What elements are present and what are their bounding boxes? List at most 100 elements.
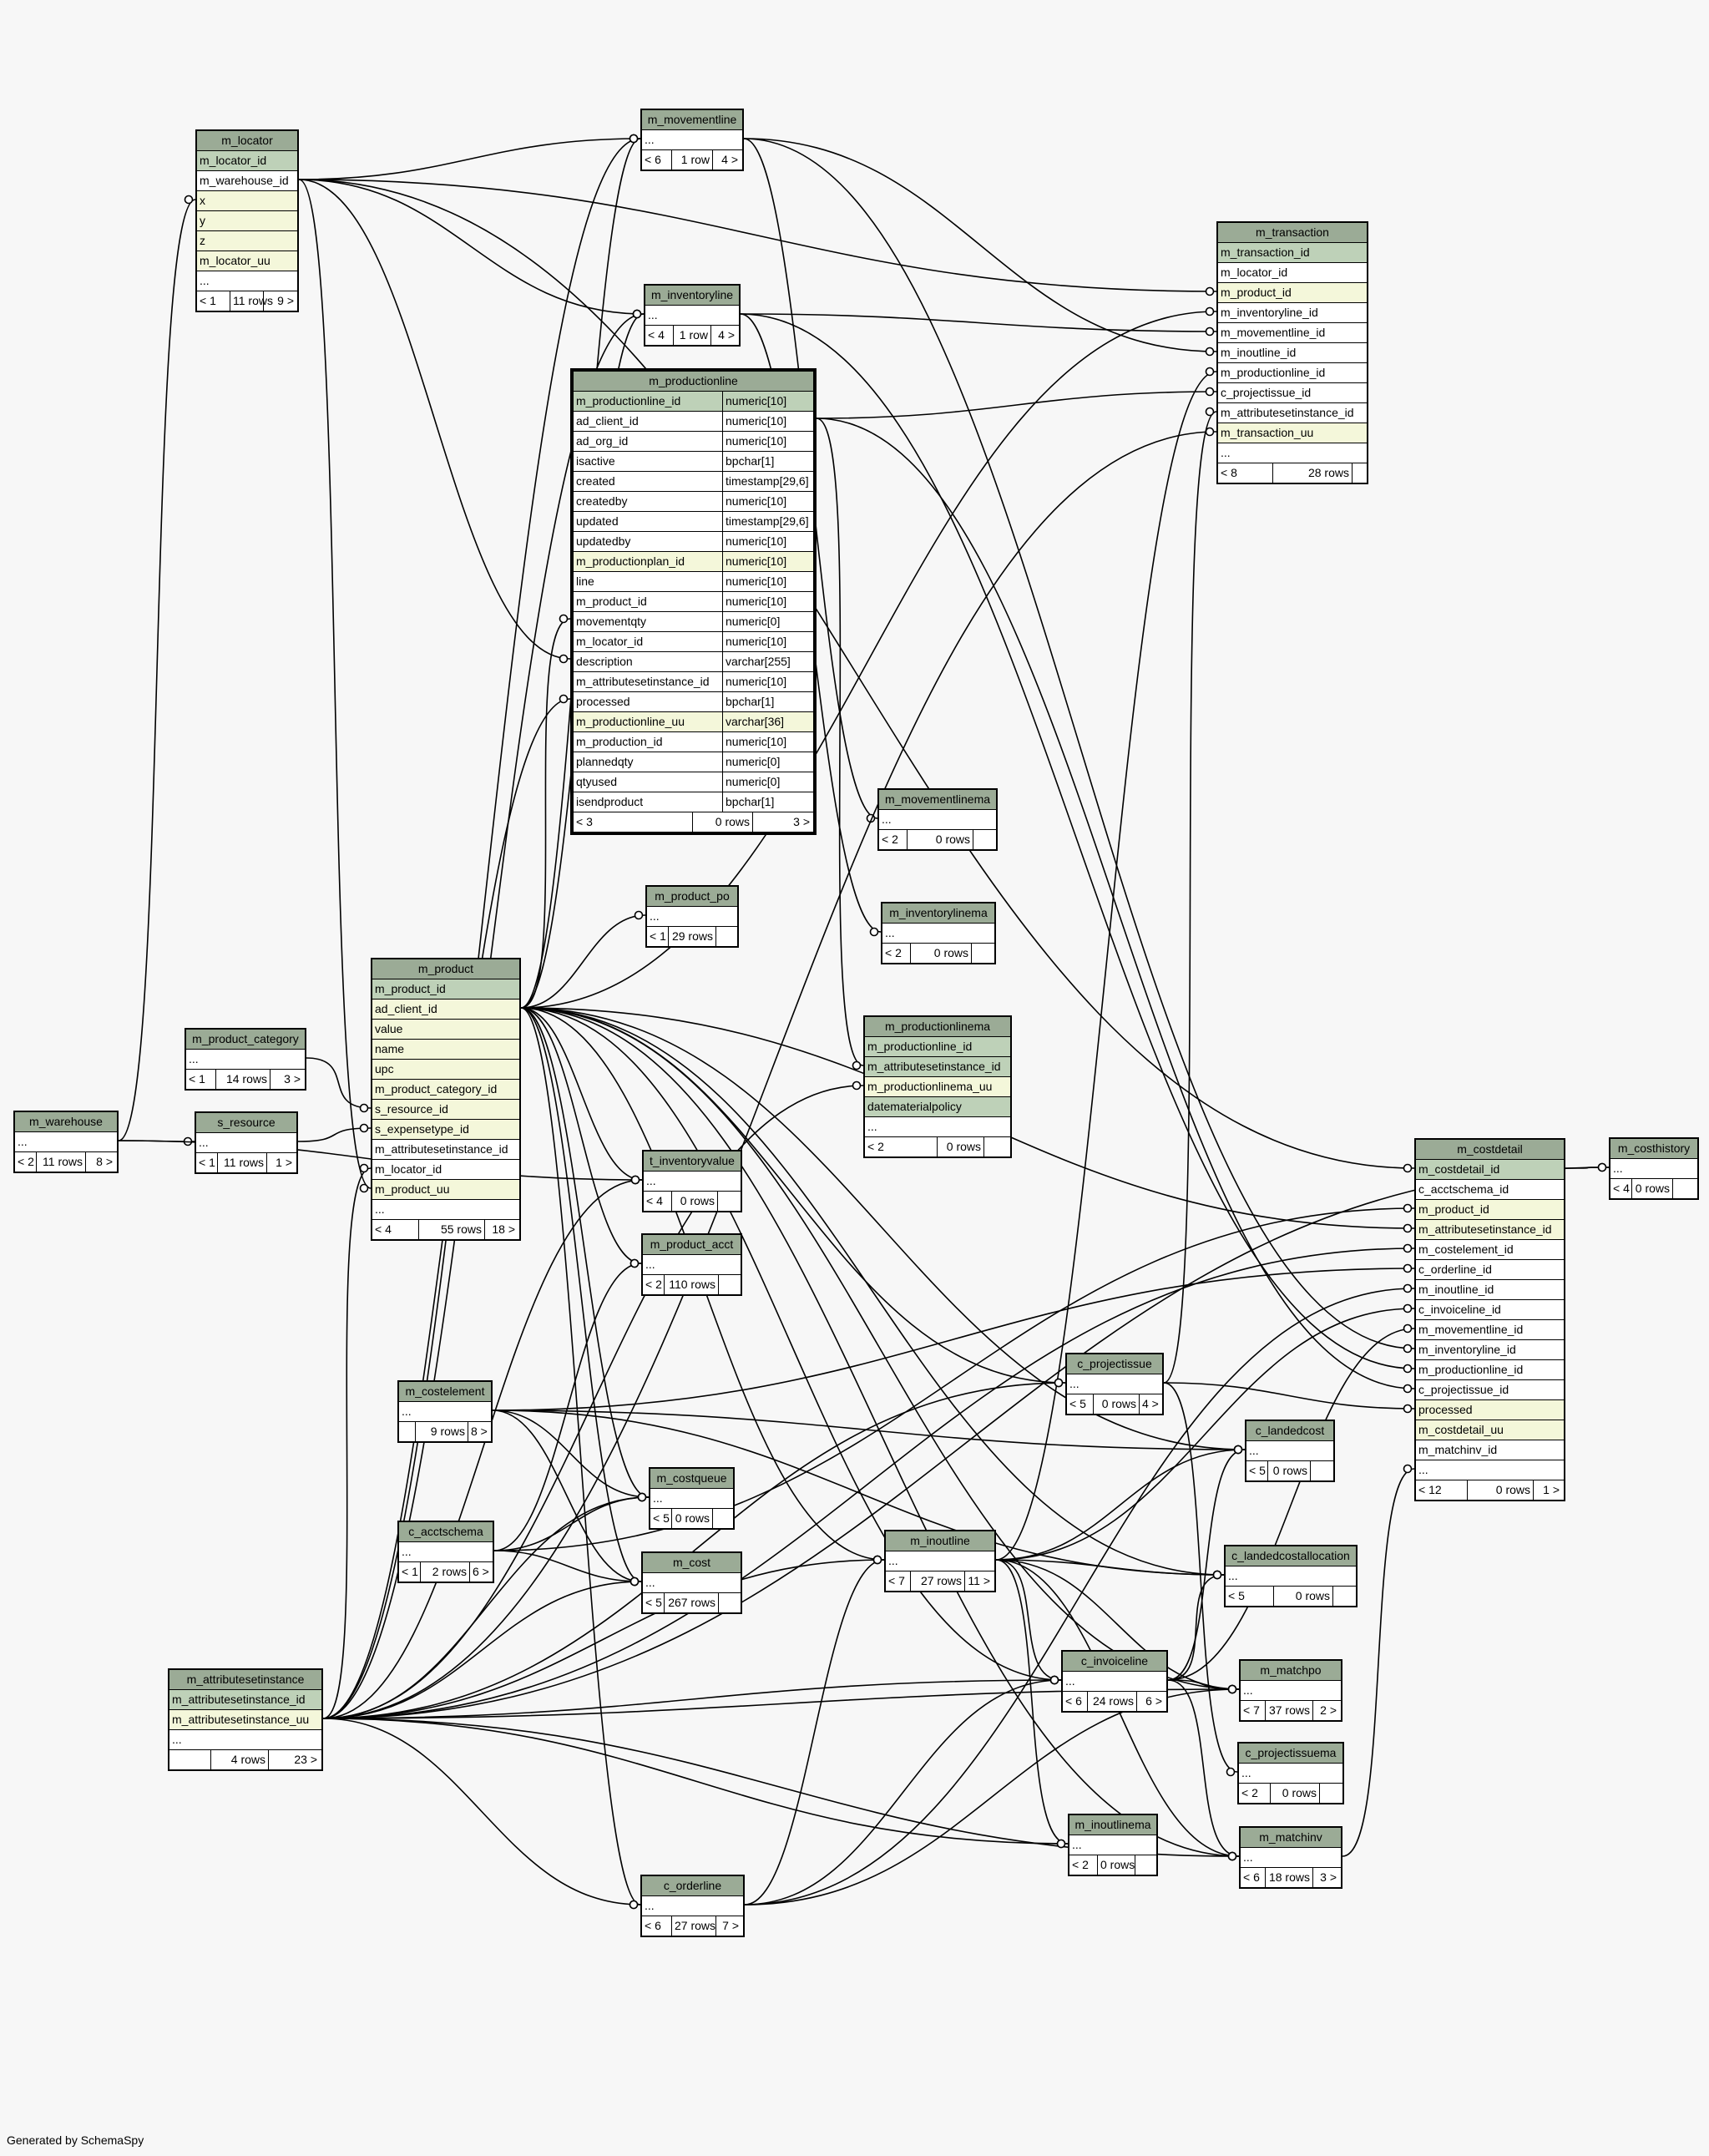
- children-link[interactable]: 4 >: [1139, 1394, 1160, 1414]
- column-row[interactable]: m_productionlinema_uu: [865, 1077, 1010, 1097]
- column-row[interactable]: m_locator_uu: [197, 251, 297, 271]
- column-row[interactable]: ...: [647, 907, 737, 927]
- column-row[interactable]: m_attributesetinstance_id: [169, 1690, 321, 1710]
- parents-link[interactable]: < 1: [650, 929, 666, 943]
- column-row[interactable]: ...: [645, 306, 739, 326]
- column-row[interactable]: y: [197, 211, 297, 231]
- column-row[interactable]: datematerialpolicy: [865, 1097, 1010, 1117]
- parents-link[interactable]: [399, 1422, 415, 1441]
- children-link[interactable]: 8 >: [468, 1422, 489, 1441]
- parents-link[interactable]: < 2: [867, 1140, 884, 1153]
- column-row[interactable]: m_attributesetinstance_id: [1416, 1220, 1564, 1240]
- children-link[interactable]: [1672, 1179, 1696, 1198]
- column-row[interactable]: ...: [372, 1200, 519, 1220]
- column-row[interactable]: ...: [169, 1730, 321, 1750]
- column-row[interactable]: ...: [644, 1172, 741, 1192]
- column-row[interactable]: c_invoiceline_id: [1416, 1300, 1564, 1320]
- parents-link[interactable]: < 5: [1069, 1397, 1086, 1410]
- children-link[interactable]: 2 >: [1312, 1701, 1339, 1720]
- children-link[interactable]: [712, 1509, 731, 1528]
- column-row[interactable]: m_productionline_id: [1416, 1360, 1564, 1380]
- column-row[interactable]: ...: [882, 924, 994, 944]
- column-row[interactable]: ...: [196, 1133, 296, 1153]
- column-row[interactable]: m_matchinv_id: [1416, 1440, 1564, 1460]
- column-row[interactable]: ad_client_id: [372, 1000, 519, 1020]
- parents-link[interactable]: [169, 1750, 210, 1769]
- parents-link[interactable]: < 8: [1221, 466, 1237, 479]
- children-link[interactable]: [1332, 1587, 1354, 1606]
- column-row[interactable]: x: [197, 191, 297, 211]
- column-row[interactable]: name: [372, 1040, 519, 1060]
- column-row[interactable]: processed: [1416, 1400, 1564, 1420]
- parents-link[interactable]: < 1: [402, 1565, 418, 1578]
- children-link[interactable]: 7 >: [715, 1916, 741, 1936]
- column-row[interactable]: ...: [879, 810, 996, 830]
- parents-link[interactable]: < 6: [645, 1919, 661, 1932]
- children-link[interactable]: 1 >: [266, 1153, 295, 1172]
- column-row[interactable]: m_attributesetinstance_id: [372, 1140, 519, 1160]
- column-row[interactable]: ...: [643, 1573, 741, 1593]
- column-row[interactable]: m_product_id: [372, 979, 519, 1000]
- column-row[interactable]: ...: [15, 1132, 117, 1152]
- column-row[interactable]: ...: [399, 1542, 493, 1562]
- column-row[interactable]: m_attributesetinstance_id: [865, 1057, 1010, 1077]
- column-row[interactable]: value: [372, 1020, 519, 1040]
- children-link[interactable]: [1319, 1784, 1341, 1803]
- children-link[interactable]: 4 >: [712, 150, 741, 170]
- column-row[interactable]: ...: [1241, 1681, 1341, 1701]
- column-row[interactable]: ...: [643, 1255, 741, 1275]
- column-row[interactable]: c_projectissue_id: [1218, 383, 1367, 403]
- parents-link[interactable]: < 5: [645, 1596, 662, 1609]
- column-row[interactable]: ...: [1226, 1566, 1356, 1587]
- parents-link[interactable]: < 4: [1613, 1182, 1630, 1195]
- children-link[interactable]: [971, 944, 993, 963]
- column-row[interactable]: m_movementline_id: [1218, 323, 1367, 343]
- column-row[interactable]: ...: [1610, 1159, 1697, 1179]
- children-link[interactable]: 18 >: [484, 1220, 518, 1239]
- parents-link[interactable]: < 1: [199, 1156, 215, 1169]
- column-row[interactable]: ...: [1241, 1848, 1341, 1868]
- children-link[interactable]: [715, 927, 736, 946]
- column-row[interactable]: ...: [642, 1896, 743, 1916]
- column-row[interactable]: m_locator_id: [372, 1160, 519, 1180]
- column-row[interactable]: ...: [865, 1117, 1010, 1137]
- column-row[interactable]: m_inventoryline_id: [1218, 303, 1367, 323]
- column-row[interactable]: m_movementline_id: [1416, 1320, 1564, 1340]
- column-row[interactable]: ...: [1218, 443, 1367, 463]
- parents-link[interactable]: < 3: [576, 815, 593, 828]
- parents-link[interactable]: < 5: [1228, 1589, 1245, 1602]
- parents-link[interactable]: < 12: [1418, 1483, 1442, 1496]
- column-row[interactable]: ...: [186, 1050, 305, 1070]
